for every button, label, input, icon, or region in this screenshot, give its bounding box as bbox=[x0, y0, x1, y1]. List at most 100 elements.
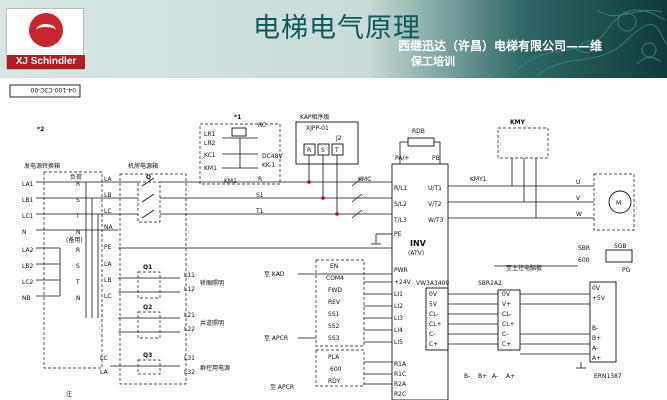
to-apcr-label: 至 APCR bbox=[264, 335, 288, 342]
pg-pin: A- bbox=[592, 345, 598, 352]
inverter-output: W/T3 bbox=[428, 217, 444, 224]
left-terminals: LA1 LB1 LC1 N LA2 LB2 LC2 NB R S T N R S… bbox=[22, 181, 81, 302]
relay-label: KM1 bbox=[204, 165, 217, 172]
inv-ctrl-pin: LI4 bbox=[394, 327, 403, 334]
inv-ctrl-pin: LI5 bbox=[394, 339, 403, 346]
feed-label: LA bbox=[104, 176, 112, 183]
page-title: 电梯电气原理 bbox=[253, 13, 421, 44]
inv-ctrl-pin: LI1 bbox=[394, 291, 403, 298]
terminal-label: LA2 bbox=[22, 247, 34, 254]
sbr-pins: 0V V+ CL- CL+ C- C+ bbox=[502, 291, 515, 348]
pg-label: PG bbox=[622, 267, 631, 274]
power-switch-box-label: 发电源转换箱 bbox=[24, 162, 60, 170]
rc-element bbox=[231, 127, 247, 137]
feed-label: PE bbox=[104, 244, 112, 251]
kap-title: KAP相序板 bbox=[300, 113, 330, 121]
kad-signal: FWD bbox=[328, 287, 342, 294]
light-terminal: L21 bbox=[184, 312, 195, 319]
to-kad-label: 至 KAD bbox=[264, 271, 285, 278]
enc-bottom-pin: B+ bbox=[478, 373, 487, 380]
relay-label: RC bbox=[258, 122, 266, 129]
relay-block bbox=[199, 123, 281, 185]
enc-pin: C- bbox=[429, 331, 435, 338]
terminal-label: LA1 bbox=[22, 181, 34, 188]
kad-signal: EN bbox=[330, 263, 338, 270]
light-terminal: L22 bbox=[184, 326, 195, 333]
decorative-swirl bbox=[516, 9, 667, 77]
mark-star1: *1 bbox=[234, 114, 241, 121]
ctl-terminal: L32 bbox=[184, 369, 195, 376]
inverter-output: V/T2 bbox=[428, 201, 442, 208]
inverter-control-pins: PWR +24V LI1 LI2 LI3 LI4 LI5 bbox=[394, 267, 412, 346]
pg-encoder-block bbox=[589, 281, 617, 363]
kad-signal-box bbox=[315, 259, 365, 347]
pg-pin: B- bbox=[592, 325, 598, 332]
backup-label: (备用) bbox=[66, 236, 83, 244]
dc-bus-label: PB bbox=[432, 155, 440, 162]
mark-star2: *2 bbox=[37, 126, 44, 133]
kap-connector: J2 bbox=[335, 135, 342, 142]
feed-label: LA bbox=[104, 261, 112, 268]
relay-pin: R2A bbox=[394, 381, 407, 388]
pg-pins: 0V +5V B- B+ A- A+ bbox=[592, 285, 606, 362]
relay-pin: R2C bbox=[394, 391, 406, 398]
transfer-box bbox=[43, 171, 103, 369]
relay-label: LR2 bbox=[204, 140, 216, 147]
motor-terminal: W bbox=[576, 211, 582, 218]
car-lighting-label: 轿厢照明 bbox=[200, 279, 224, 287]
sbr-pin: V+ bbox=[502, 301, 511, 308]
pg-pin: A+ bbox=[592, 355, 601, 362]
inv-ctrl-pin: PWR bbox=[394, 267, 408, 274]
pg-pin: B+ bbox=[592, 335, 601, 342]
phase-label: N bbox=[76, 229, 81, 236]
group-control-label: 群控用电源 bbox=[200, 364, 230, 372]
inverter-sub: (ATV) bbox=[408, 250, 424, 257]
breaker-q1-box bbox=[137, 271, 161, 299]
terminal-label: LC2 bbox=[22, 279, 34, 286]
output-label: R bbox=[258, 176, 262, 183]
relay-signal: RDY bbox=[328, 378, 340, 385]
kad-signal: SS3 bbox=[328, 335, 340, 342]
inv-ctrl-pin: LI3 bbox=[394, 315, 403, 322]
light-terminal: L11 bbox=[184, 272, 195, 279]
relay-pin: R1C bbox=[394, 371, 406, 378]
enc-pin: 0V bbox=[429, 291, 438, 298]
terminal-label: LC1 bbox=[22, 213, 34, 220]
drawing-number-box bbox=[9, 84, 81, 98]
machine-room-box bbox=[119, 173, 187, 385]
relay-signal-box bbox=[315, 349, 365, 387]
kad-signal: REV bbox=[328, 299, 341, 306]
enc-bottom-pin: A+ bbox=[506, 373, 515, 380]
kap-model: XJPP-01 bbox=[306, 125, 329, 132]
phase-label: S bbox=[76, 197, 80, 204]
terminal-label: NB bbox=[22, 295, 31, 302]
wiring-diagram: 04-100-C3C-00 *2 发电源转换箱 负荷 (备用) LA1 LB1 … bbox=[0, 78, 667, 400]
kad-signals: EN COM4 FWD REV SS1 SS2 SS3 bbox=[326, 263, 344, 342]
inverter-input: R/L1 bbox=[394, 185, 408, 192]
breaker-q2: Q2 bbox=[143, 304, 152, 311]
dc-bus-label: PA/+ bbox=[395, 155, 409, 162]
sbr-pin: CL- bbox=[502, 311, 512, 318]
enc-bottom-pin: A- bbox=[492, 373, 498, 380]
breaker-q1: Q1 bbox=[143, 264, 152, 271]
sbr-board: SBR2A2 bbox=[478, 280, 502, 287]
enc-pin: C+ bbox=[429, 341, 438, 348]
terminal-label: N bbox=[22, 229, 27, 236]
kad-signal: SS2 bbox=[328, 323, 340, 330]
relay-signal: PLA bbox=[328, 354, 340, 361]
feed-label: LC bbox=[104, 208, 112, 215]
company-logo: XJ Schindler bbox=[6, 8, 85, 70]
to-main-board-label: 至主控电脑板 bbox=[506, 264, 542, 272]
motor-terminal: V bbox=[576, 195, 581, 202]
to-apcr2-label: 至 APCR bbox=[270, 384, 294, 391]
enc-bottom-pins: B- B+ A- A+ bbox=[464, 373, 515, 380]
logo-mark-icon bbox=[29, 13, 63, 47]
relay-label: LR1 bbox=[204, 131, 216, 138]
breaker-q2-box bbox=[137, 311, 161, 339]
kad-signal: SS1 bbox=[328, 311, 340, 318]
inverter-pe: PE bbox=[394, 231, 402, 238]
ctl-terminal: L31 bbox=[184, 355, 195, 362]
breaker-q: Q bbox=[146, 174, 151, 181]
sbr-pin: CL+ bbox=[502, 321, 515, 328]
sbr-pin: C- bbox=[502, 331, 508, 338]
